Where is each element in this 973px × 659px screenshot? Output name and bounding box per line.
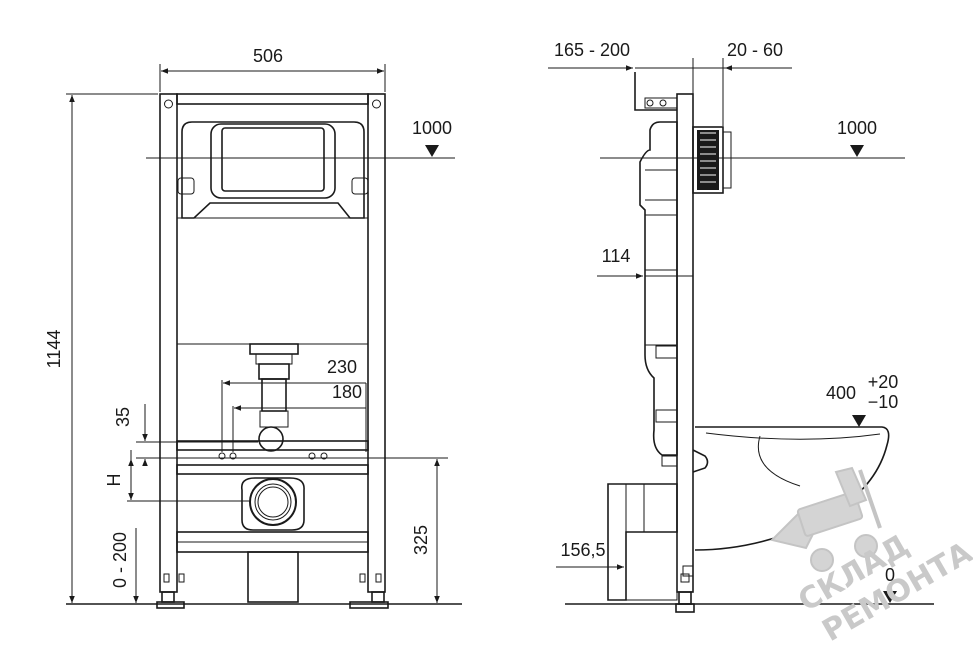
bottom-connector [247, 551, 299, 603]
tolerance-minus-label: −10 [868, 392, 899, 412]
cistern-lower-panel [176, 217, 369, 345]
depth-top-label: 165 - 200 [554, 40, 630, 60]
dimension-width: 506 [159, 46, 386, 92]
flush-button-side [692, 126, 732, 194]
wall-gap-label: 20 - 60 [727, 40, 783, 60]
frame-post-side [676, 93, 694, 593]
dimension-325: 325 [411, 459, 440, 603]
frame-foot-side [678, 591, 692, 605]
dimension-230: 230 [221, 357, 367, 452]
flush-plate-frame [210, 123, 336, 199]
front-view: 506 1144 1000 230 180 [44, 46, 462, 609]
wall-bracket [634, 72, 678, 111]
cistern-body [181, 121, 365, 219]
dimension-180: 180 [232, 382, 366, 452]
dim-114-label: 114 [602, 246, 631, 266]
bowl-height-label: 400 [826, 383, 856, 403]
dim-h-label: H [104, 474, 124, 487]
pipe-230-label: 230 [327, 357, 357, 377]
adjust-label: 0 - 200 [110, 532, 130, 588]
mounting-studs [218, 452, 328, 460]
dim-325-label: 325 [411, 525, 431, 555]
dimension-top-depth: 165 - 200 20 - 60 [548, 40, 792, 126]
frame-feet [156, 591, 389, 609]
height-label: 1144 [44, 330, 64, 369]
bowl-height-mark: 400 +20 −10 [826, 372, 898, 427]
cistern-side [639, 121, 678, 456]
dimension-35: 35 [113, 404, 448, 466]
dimension-h: H [104, 450, 250, 502]
mark-1000-label-side: 1000 [837, 118, 877, 138]
dimension-foot-adjust: 0 - 200 [110, 528, 139, 603]
outlet-pipe-side [607, 483, 694, 601]
width-label: 506 [253, 46, 283, 66]
outlet-label: 156,5 [560, 540, 605, 560]
dimension-height: 1144 [44, 93, 158, 603]
dimension-114: 114 [597, 246, 693, 279]
floor-zero-mark: 0 [883, 565, 897, 603]
mark-1000-label-front: 1000 [412, 118, 452, 138]
level-mark-1000-side: 1000 [600, 118, 905, 159]
frame-top-bar [176, 93, 369, 105]
pipe-180-label: 180 [332, 382, 362, 402]
outlet-pipe-front [240, 477, 305, 531]
tolerance-plus-label: +20 [868, 372, 899, 392]
watermark-logo: СКЛАД РЕМОНТА [770, 466, 973, 649]
level-mark-1000-front: 1000 [146, 118, 455, 159]
forklift-icon [770, 466, 882, 572]
flush-pipe [249, 343, 299, 452]
dimension-outlet-height: 156,5 [556, 540, 624, 570]
side-view: 165 - 200 20 - 60 1000 114 400 +20 −10 1… [548, 40, 934, 613]
flush-plate-opening [221, 127, 325, 192]
frame-rails [176, 440, 369, 553]
dim-35-label: 35 [113, 407, 133, 427]
floor-zero-label: 0 [885, 565, 895, 585]
